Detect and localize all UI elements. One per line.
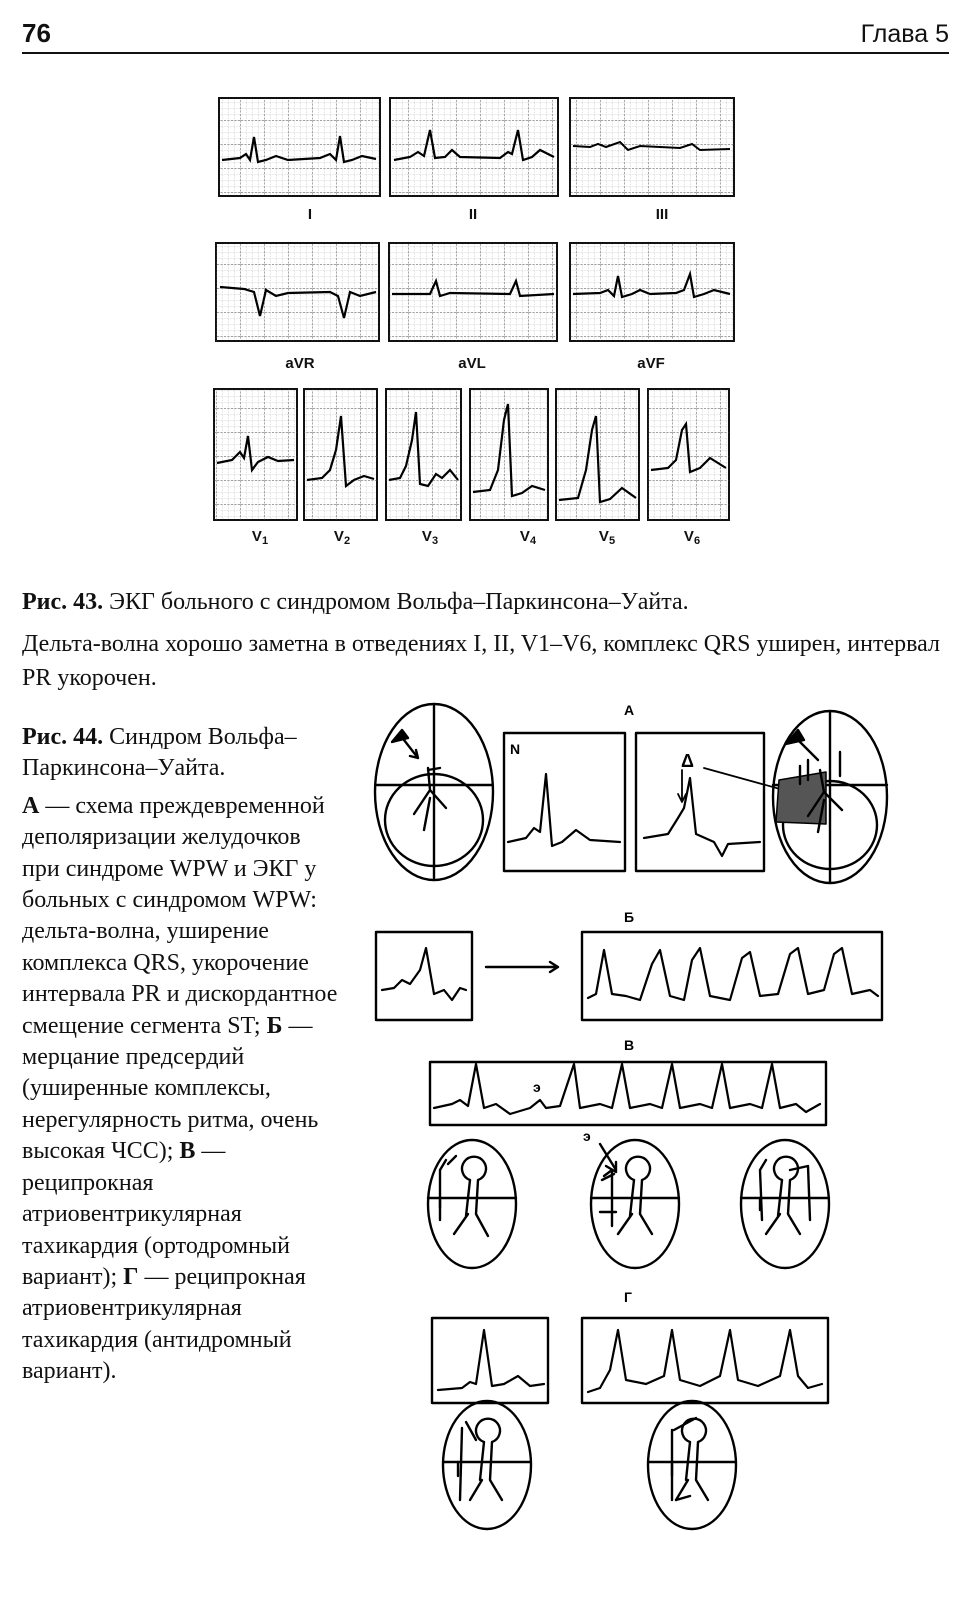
heart-antidromic-1 (441, 1399, 533, 1531)
ecg-lead-i-panel (218, 97, 381, 197)
figure-43-caption-title: Рис. 43. ЭКГ больного с синдромом Вольфа… (22, 589, 689, 615)
ecg-delta-panel (634, 731, 821, 873)
ecg-lead-avl-panel (388, 242, 558, 342)
panel-label-v: В (624, 1037, 634, 1053)
lead-label-avr: aVR (285, 355, 315, 372)
diagram-label-echo: э (583, 1128, 591, 1144)
ecg-label-delta: Δ (681, 751, 694, 771)
figure-44-caption-title: Рис. 44. Синдром Вольфа–Паркинсона–Уайта… (22, 724, 297, 782)
lead-label-avl: aVL (458, 355, 486, 372)
figure-43-ecg (213, 97, 735, 521)
lead-label-v4: V4 (519, 528, 537, 547)
heart-wpw-diagram (771, 709, 889, 885)
panel-label-a: А (624, 702, 634, 718)
ecg-label-normal: N (510, 741, 520, 757)
arrow-to-af-strip (484, 960, 560, 974)
ecg-atrial-fibrillation-strip (580, 930, 884, 1022)
figure-44-caption: Рис. 44. Синдром Вольфа–Паркинсона–Уайта… (22, 722, 340, 1394)
ecg-lead-v6-panel (647, 388, 730, 521)
ecg-lead-v1-panel (213, 388, 298, 521)
ecg-lead-avr-panel (215, 242, 380, 342)
panel-label-g: Г (624, 1289, 632, 1305)
ecg-lead-v5-panel (555, 388, 640, 521)
ecg-lead-v4-panel (469, 388, 549, 521)
heart-orthodromic-3 (739, 1138, 831, 1270)
lead-label-avf: aVF (637, 355, 665, 372)
figure-43-caption: Рис. 43. ЭКГ больного с синдромом Вольфа… (22, 585, 952, 703)
lead-label-i: I (307, 206, 313, 223)
lead-label-v5: V5 (598, 528, 616, 547)
ecg-normal-panel (502, 731, 627, 873)
ecg-lead-avf-panel (569, 242, 735, 342)
ecg-antidromic-complex-panel (430, 1316, 550, 1405)
ecg-label-echo: э (533, 1079, 541, 1095)
lead-label-v2: V2 (333, 528, 351, 547)
page-number: 76 (22, 18, 51, 48)
ecg-lead-v3-panel (385, 388, 462, 521)
lead-label-v6: V6 (683, 528, 701, 547)
figure-44-caption-body: А — схема преждевременной деполяризации … (22, 792, 338, 1385)
page-header: 76 Глава 5 (22, 18, 949, 54)
heart-orthodromic-1 (426, 1138, 518, 1270)
chapter-title: Глава 5 (860, 20, 949, 48)
panel-label-b: Б (624, 909, 634, 925)
ecg-lead-v2-panel (303, 388, 378, 521)
lead-label-ii: II (468, 206, 478, 223)
heart-antidromic-2 (646, 1399, 738, 1531)
figure-43-caption-body: Дельта-волна хорошо заметна в отведениях… (22, 631, 940, 691)
lead-label-v1: V1 (251, 528, 269, 547)
heart-normal-diagram (373, 702, 495, 882)
lead-label-v3: V3 (421, 528, 439, 547)
ecg-reciprocal-tachycardia-strip (428, 1060, 828, 1127)
heart-orthodromic-2 (589, 1138, 681, 1270)
ecg-antidromic-tachycardia-strip (580, 1316, 830, 1405)
lead-label-iii: III (655, 206, 669, 223)
ecg-lead-iii-panel (569, 97, 735, 197)
ecg-lead-ii-panel (389, 97, 559, 197)
ecg-wpw-complex-panel (374, 930, 474, 1022)
